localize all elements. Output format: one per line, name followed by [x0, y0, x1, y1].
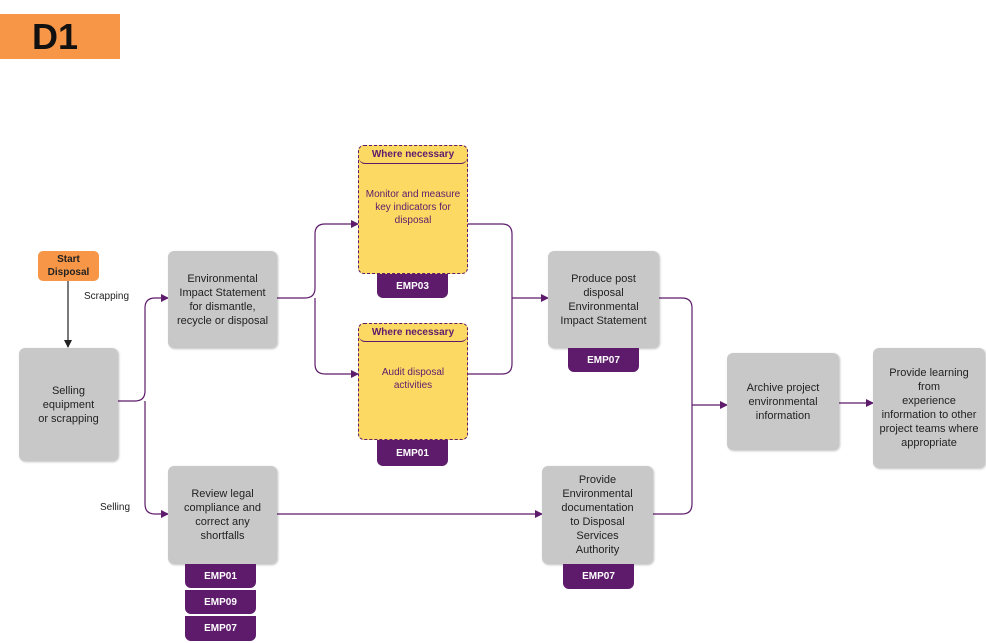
edge-to-audit: [314, 298, 359, 378]
learning-node: Provide learning from experience informa…: [873, 348, 985, 468]
selling-or-scrapping-node: Selling equipment or scrapping: [19, 348, 118, 461]
post-disposal-code: EMP07: [568, 348, 639, 372]
provide-documentation-code: EMP07: [563, 564, 634, 589]
page-title: D1: [0, 14, 120, 59]
review-legal-node: Review legal compliance and correct any …: [168, 466, 277, 564]
edge-to-eis: [118, 294, 169, 402]
monitor-node: Where necessary Monitor and measure key …: [358, 145, 468, 274]
selling-label: Selling: [100, 502, 131, 513]
provide-documentation-node: Provide Environmental documentation to D…: [542, 466, 653, 564]
audit-text: Audit disposal activities: [381, 367, 445, 391]
audit-code: EMP01: [377, 440, 448, 466]
monitor-code: EMP03: [377, 274, 448, 298]
review-code-emp09: EMP09: [185, 590, 256, 614]
eis-dismantle-node: Environmental Impact Statement for disma…: [168, 251, 277, 348]
edge-to-review: [144, 401, 169, 518]
start-disposal-node: Start Disposal: [38, 251, 99, 281]
scrapping-label: Scrapping: [84, 291, 130, 302]
audit-condition-header: Where necessary: [359, 324, 467, 342]
edge-monitor-to-post: [468, 223, 513, 375]
edge-to-monitor: [277, 220, 359, 299]
review-code-emp01: EMP01: [185, 564, 256, 588]
audit-node: Where necessary Audit disposal activitie…: [358, 323, 468, 440]
post-disposal-eis-node: Produce post disposal Environmental Impa…: [548, 251, 659, 348]
review-code-emp07: EMP07: [185, 616, 256, 641]
monitor-text: Monitor and measure key indicators for d…: [365, 189, 461, 226]
archive-node: Archive project environmental informatio…: [727, 353, 839, 450]
edge-post-to-archive: [653, 297, 693, 515]
monitor-condition-header: Where necessary: [359, 146, 467, 164]
